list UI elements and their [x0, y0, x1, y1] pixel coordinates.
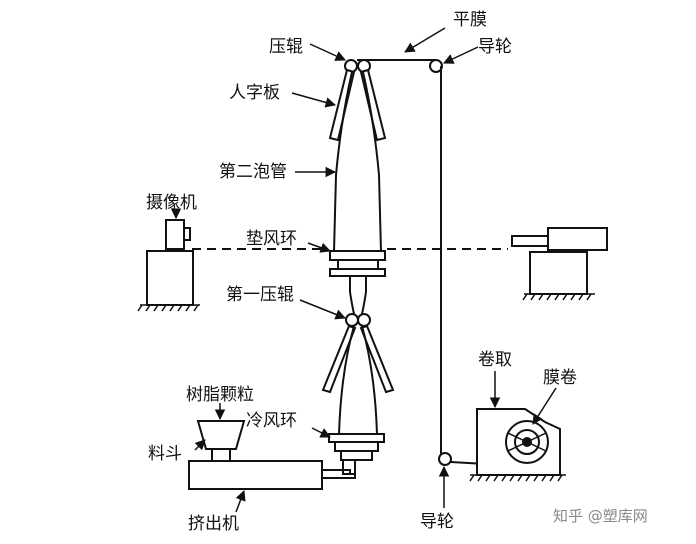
- herringbone-board: [328, 68, 387, 142]
- extruder-die-pipe: [322, 469, 356, 479]
- extruder-body: [188, 460, 323, 490]
- cooling-air-ring: [328, 433, 385, 475]
- left-camera: [137, 219, 200, 312]
- label-guide-roller-top: 导轮: [478, 37, 512, 57]
- label-second-bubble: 第二泡管: [219, 162, 287, 182]
- first-bubble: [338, 325, 378, 435]
- leader-arrows: [170, 27, 557, 513]
- bottom-guide-roller: [438, 452, 452, 466]
- pad-air-ring: [329, 250, 386, 277]
- label-herringbone-board: 人字板: [229, 83, 280, 103]
- watermark: 知乎 @塑库网: [553, 507, 648, 525]
- bubble-neck: [349, 276, 367, 315]
- label-guide-roller-bottom: 导轮: [420, 512, 454, 532]
- label-hopper: 料斗: [148, 444, 182, 464]
- label-first-press-roller: 第一压辊: [226, 285, 294, 305]
- label-extruder: 挤出机: [188, 514, 239, 534]
- first-press-roller: [345, 313, 371, 327]
- label-press-roller: 压辊: [269, 37, 303, 57]
- label-film-roll: 膜卷: [543, 368, 577, 388]
- hopper: [196, 420, 246, 462]
- label-camera: 摄像机: [146, 193, 197, 213]
- lower-herringbone-board: [321, 324, 395, 394]
- label-flat-film: 平膜: [453, 10, 487, 30]
- winder: [469, 408, 566, 482]
- label-resin-pellets: 树脂颗粒: [186, 385, 254, 405]
- label-pad-air-ring: 垫风环: [246, 229, 297, 249]
- label-cooling-air-ring: 冷风环: [246, 411, 297, 431]
- label-winder: 卷取: [478, 350, 512, 370]
- right-camera: [511, 227, 608, 301]
- second-bubble: [333, 71, 382, 253]
